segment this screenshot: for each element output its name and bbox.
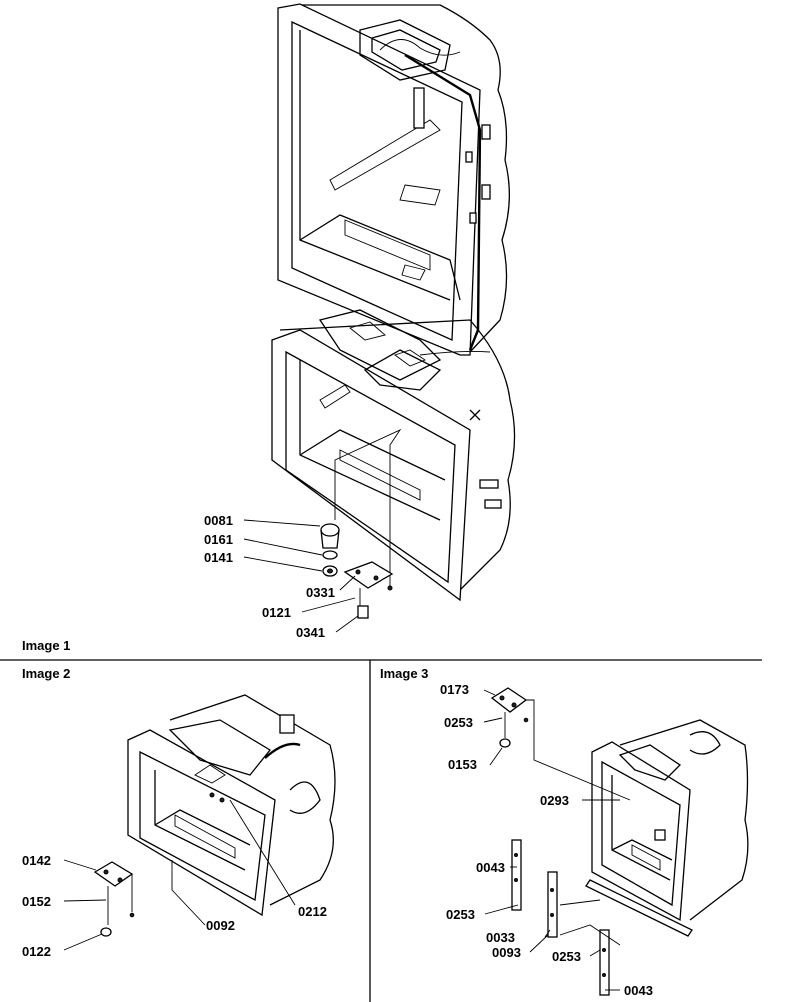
panel-title-image1: Image 1 [22, 638, 70, 653]
callout-0173: 0173 [440, 682, 469, 697]
callout-0092: 0092 [206, 918, 235, 933]
callout-0141: 0141 [204, 550, 233, 565]
callout-0081: 0081 [204, 513, 233, 528]
callout-0253-a: 0253 [444, 715, 473, 730]
callout-0043-a: 0043 [476, 860, 505, 875]
callout-0121: 0121 [262, 605, 291, 620]
callout-0142: 0142 [22, 853, 51, 868]
callout-0153: 0153 [448, 757, 477, 772]
callout-0161: 0161 [204, 532, 233, 547]
image2-drawing [63, 694, 336, 951]
panel-title-image2: Image 2 [22, 666, 70, 681]
callout-0212: 0212 [298, 904, 327, 919]
callout-0122: 0122 [22, 944, 51, 959]
callout-0093: 0093 [492, 945, 521, 960]
callout-0331: 0331 [306, 585, 335, 600]
callout-0043-b: 0043 [624, 983, 653, 998]
callout-0253-c: 0253 [552, 949, 581, 964]
callout-0341: 0341 [296, 625, 325, 640]
callout-0033: 0033 [486, 930, 515, 945]
image1-drawing [243, 3, 516, 633]
callout-0293: 0293 [540, 793, 569, 808]
panel-title-image3: Image 3 [380, 666, 428, 681]
callout-0152: 0152 [22, 894, 51, 909]
image3-drawing [483, 687, 749, 996]
callout-0253-b: 0253 [446, 907, 475, 922]
